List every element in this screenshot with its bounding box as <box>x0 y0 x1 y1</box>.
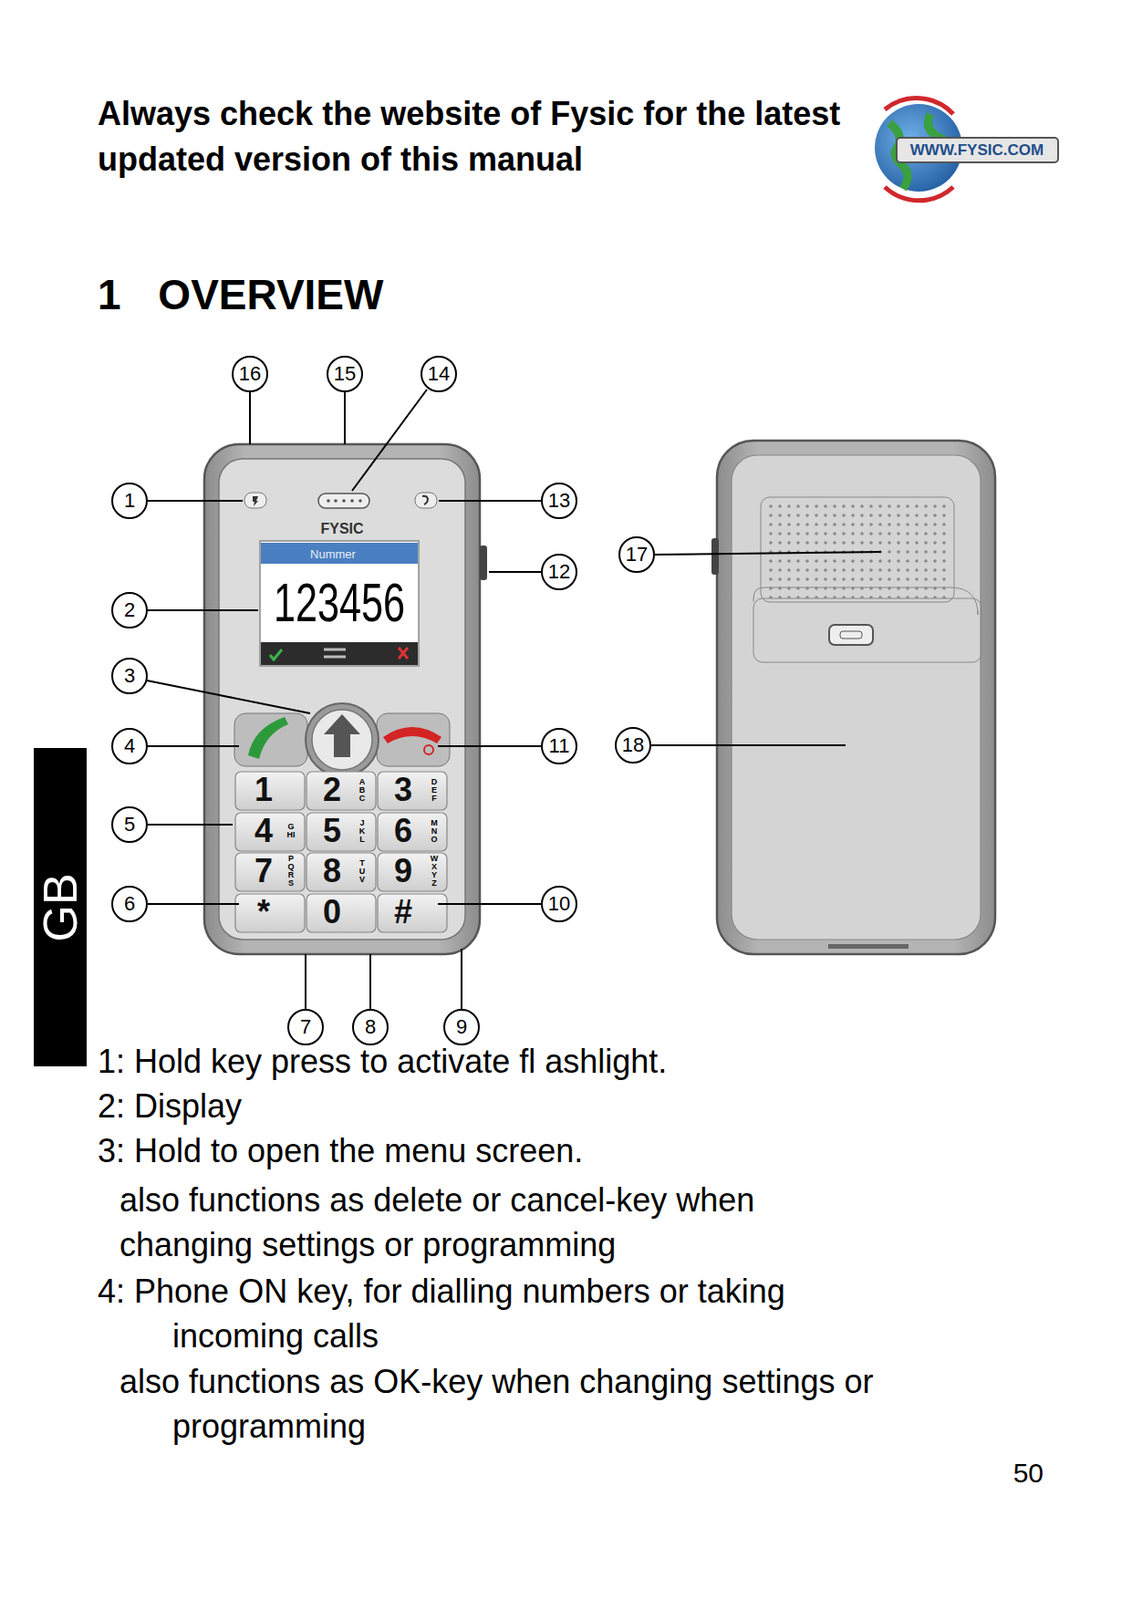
callout-circle <box>112 886 147 922</box>
callout-number: 11 <box>549 734 571 759</box>
callout-circle <box>615 727 651 763</box>
callout-number: 10 <box>548 892 571 916</box>
key-cap <box>377 852 447 892</box>
key-digit: * <box>257 893 271 932</box>
website-text: WWW.FYSIC.COM <box>910 141 1044 160</box>
key-letters: GHI <box>287 822 296 840</box>
callout-number: 12 <box>548 560 571 584</box>
key-digit: 1 <box>254 770 273 810</box>
key-cap <box>235 852 305 892</box>
key-letters: JKL <box>358 819 367 844</box>
screen-header: Nummer <box>310 547 356 561</box>
key-digit: 8 <box>322 851 342 891</box>
callout-number: 7 <box>300 1015 312 1039</box>
description-line: also functions as OK-key when changing s… <box>119 1359 1009 1449</box>
callout-number: 3 <box>124 664 136 688</box>
description-line: 3: Hold to open the menu screen. <box>97 1132 583 1171</box>
key-letters: WXYZ <box>430 854 439 888</box>
callout-circle <box>327 356 363 392</box>
key-letters: TUV <box>358 859 367 884</box>
callout-number: 18 <box>622 733 644 758</box>
phone-back <box>711 440 996 955</box>
key-letters: MNO <box>430 819 439 844</box>
callout-circle <box>112 658 147 694</box>
callout-circle <box>541 554 577 590</box>
callout-circle <box>288 1009 323 1045</box>
description-line: 1: Hold key press to activate ﬂ ashlight… <box>97 1042 667 1081</box>
callout-number: 17 <box>625 542 648 567</box>
key-letters: ABC <box>358 778 367 803</box>
callout-number: 13 <box>548 488 571 513</box>
key-cap <box>377 893 447 933</box>
key-digit: 5 <box>322 811 342 851</box>
description-line: also functions as delete or cancel-key w… <box>119 1177 868 1268</box>
language-tab <box>33 747 87 1067</box>
key-digit: 7 <box>254 851 273 891</box>
section-title: 1 OVERVIEW <box>97 270 384 320</box>
key-cap <box>306 771 376 811</box>
callout-circles <box>112 356 655 1045</box>
key-digit: 3 <box>394 770 413 810</box>
brand-logo: FYSIC <box>320 520 364 538</box>
key-digit: # <box>394 893 413 932</box>
callout-circle <box>353 1009 388 1045</box>
callout-circle <box>541 728 577 764</box>
screen-number: 123456 <box>273 575 406 631</box>
header-note: Always check the website of Fysic for th… <box>97 91 855 183</box>
callout-number: 16 <box>238 362 261 386</box>
callout-circle <box>541 483 577 519</box>
key-cap <box>235 812 305 852</box>
key-cap <box>377 771 447 811</box>
callout-number: 6 <box>124 892 136 916</box>
key-cap <box>306 893 376 933</box>
key-digit: 6 <box>394 811 413 851</box>
key-letters: PQRS <box>287 854 296 888</box>
callout-number: 14 <box>427 362 450 386</box>
leader-lines <box>146 389 882 1009</box>
description-line: 4: Phone ON key, for dialling numbers or… <box>97 1268 924 1359</box>
key-digit: 4 <box>254 811 273 851</box>
callout-circle <box>112 592 147 628</box>
callout-circle <box>232 356 268 392</box>
callout-number: 5 <box>124 812 136 837</box>
callout-number: 2 <box>124 598 136 623</box>
callout-circle <box>112 483 147 519</box>
description-line: 2: Display <box>97 1087 242 1126</box>
callout-circle <box>444 1009 479 1045</box>
callout-circle <box>421 356 457 392</box>
key-cap <box>377 812 447 852</box>
callout-circle <box>619 537 655 572</box>
callout-circle <box>112 728 147 764</box>
key-digit: 2 <box>322 770 342 810</box>
callout-number: 8 <box>364 1015 376 1039</box>
callout-number: 4 <box>124 734 136 759</box>
key-digit: 0 <box>322 893 342 932</box>
website-logo <box>874 98 1059 201</box>
key-cap <box>306 852 376 892</box>
callout-circle <box>541 886 577 922</box>
page-number: 50 <box>966 1457 1044 1489</box>
callout-circle <box>112 807 147 842</box>
callout-number: 9 <box>456 1015 468 1039</box>
key-cap <box>306 812 376 852</box>
phone-front <box>204 444 488 955</box>
key-digit: 9 <box>394 851 413 891</box>
key-cap <box>235 893 305 933</box>
callout-number: 1 <box>124 488 136 513</box>
language-code: GB <box>32 872 88 942</box>
callout-number: 15 <box>333 362 356 386</box>
key-letters: DEF <box>430 778 439 803</box>
key-cap <box>235 771 305 811</box>
